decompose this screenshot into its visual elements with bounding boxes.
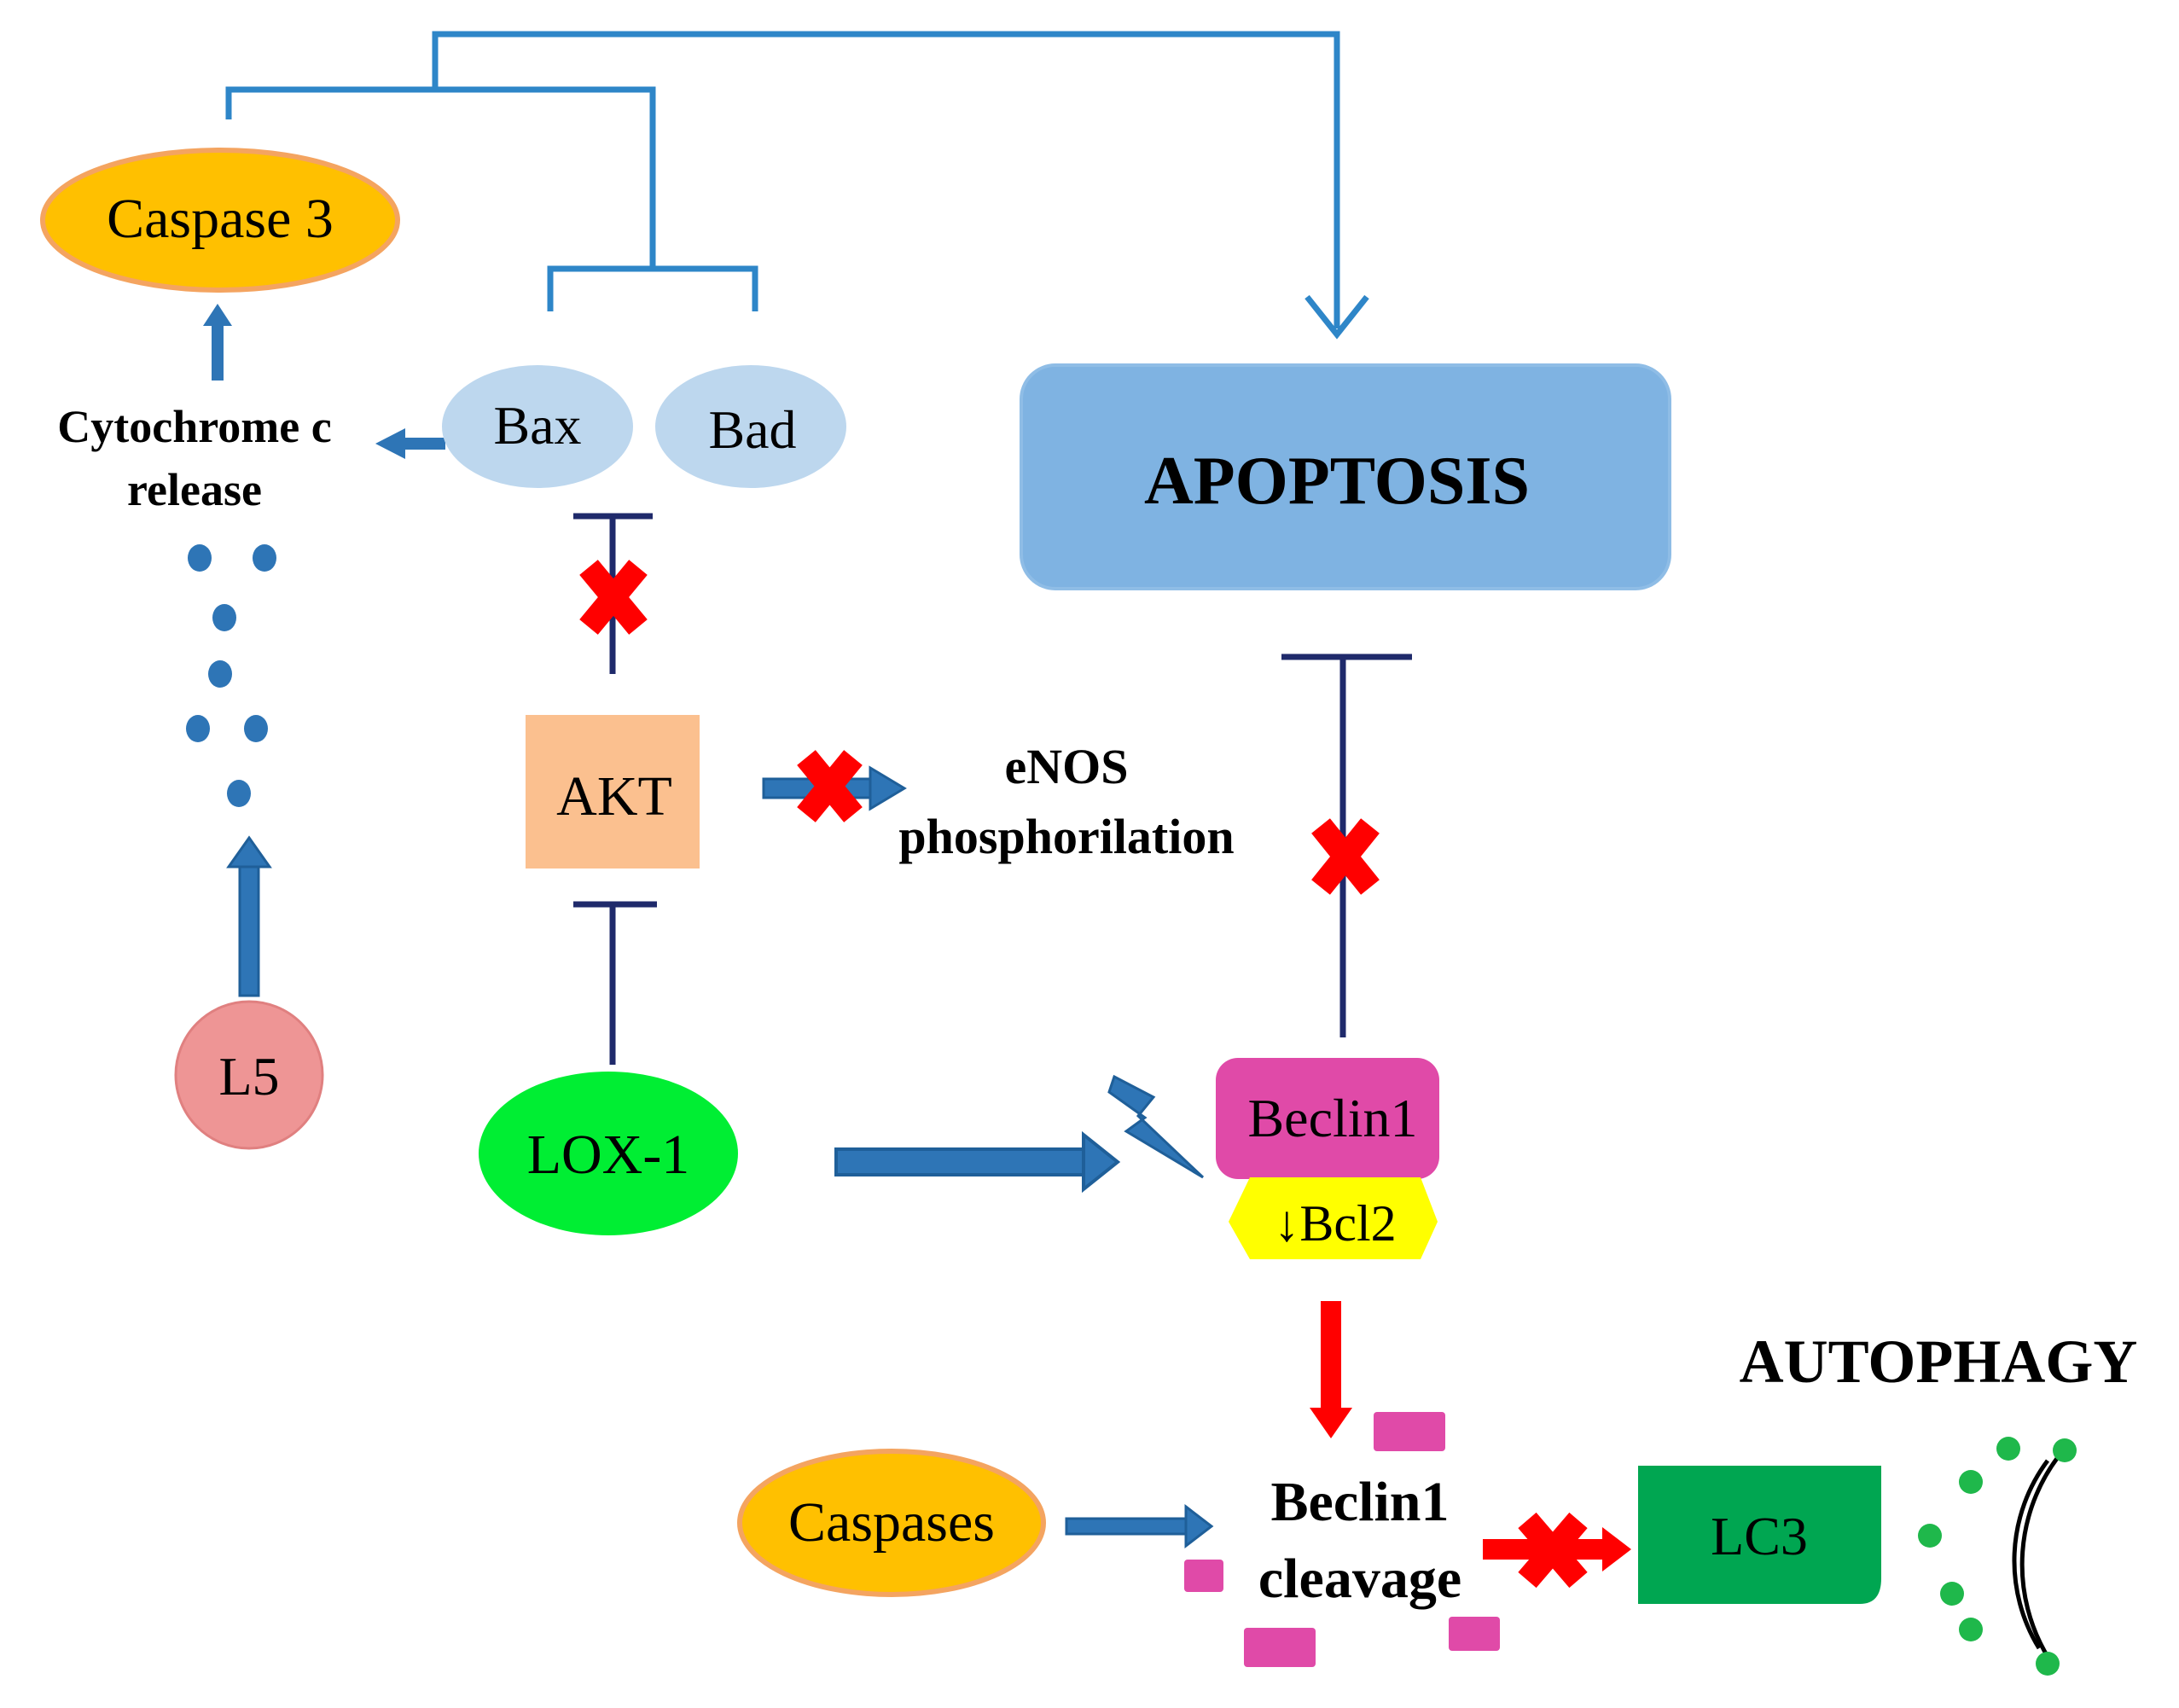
caspase3-label: Caspase 3 [107,188,334,250]
akt-label: AKT [556,765,672,828]
bad-label: Bad [708,399,796,460]
lox1-label: LOX-1 [527,1124,690,1186]
arrow-l5-to-cytochrome [226,835,272,997]
enos-line2: phosphorilation [898,809,1234,864]
apoptosis-node: APOPTOSIS [1020,363,1671,590]
caspases-node: Caspases [737,1449,1046,1597]
beclin1-label: Beclin1 [1247,1088,1417,1148]
bax-label: Bax [493,395,581,456]
cytochrome-release-label: Cytochrome c release [57,401,331,515]
cleavage-line1: Beclin1 [1271,1471,1450,1533]
arrow-bcl2-to-cleavage [1310,1301,1352,1438]
arrow-caspases-to-cleavage [1065,1503,1214,1549]
arrow-lox1-to-beclin1 [834,1130,1121,1194]
lc3-label: LC3 [1711,1506,1808,1566]
arrow-bax-to-cytochrome [375,428,445,459]
autophagosome-icon [2012,1447,2066,1661]
beclin1-cleavage-label: Beclin1 cleavage [1258,1471,1461,1610]
autophagy-label: AUTOPHAGY [1740,1327,2138,1396]
block-x-cleavage-lc3 [1518,1512,1588,1589]
enos-label: eNOS phosphorilation [898,739,1234,864]
apoptosis-label: APOPTOSIS [1144,444,1530,519]
autophagosome-dots [1918,1437,2077,1676]
l5-node: L5 [174,1000,324,1150]
cytochrome-line2: release [127,464,262,515]
inhibit-lox1-akt [573,901,657,1065]
block-x-akt-bax [579,560,648,635]
beclin1-node: Beclin1 [1216,1058,1439,1179]
cytochrome-dots [186,544,276,807]
arrow-cytochrome-to-caspase3 [203,304,232,381]
l5-label: L5 [218,1046,279,1107]
cleavage-line2: cleavage [1258,1548,1461,1610]
lc3-node: LC3 [1638,1466,1881,1604]
beclin1-fragments [1184,1412,1500,1667]
bcl2-node: ↓Bcl2 [1229,1177,1438,1259]
block-x-beclin1-apoptosis [1311,818,1380,895]
akt-node: AKT [526,715,700,869]
bcl2-label: ↓Bcl2 [1274,1195,1396,1252]
enos-line1: eNOS [1005,739,1129,794]
feedback-bracket [225,31,1369,340]
bax-node: Bax [442,365,633,488]
lox1-node: LOX-1 [479,1072,738,1235]
cytochrome-line1: Cytochrome c [57,401,331,452]
bad-node: Bad [655,365,846,488]
caspases-label: Caspases [788,1491,995,1554]
block-x-akt-enos [797,750,863,822]
lightning-icon [1107,1074,1205,1179]
caspase3-node: Caspase 3 [40,148,400,293]
